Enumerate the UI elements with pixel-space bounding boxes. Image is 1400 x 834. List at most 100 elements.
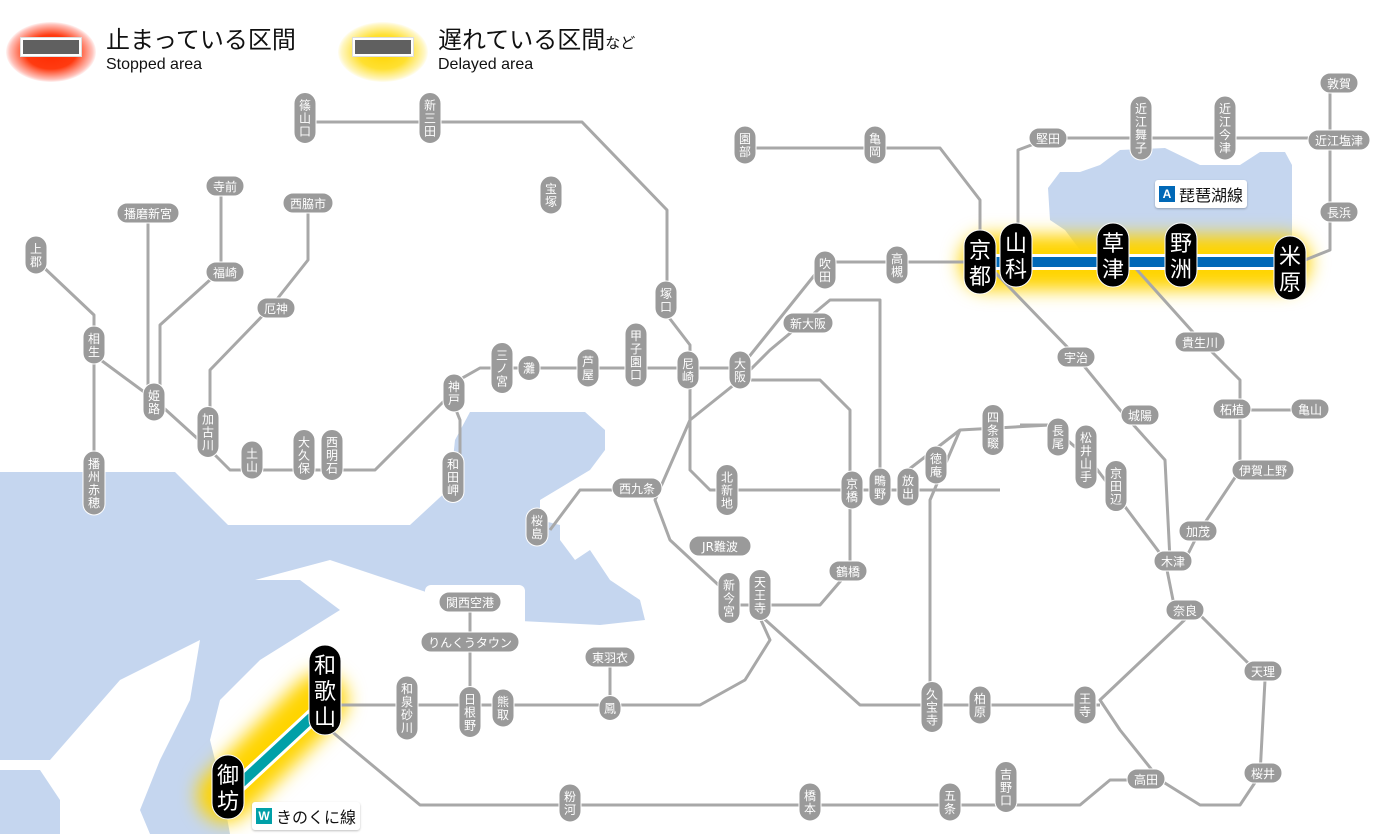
line-label-biwako[interactable]: A 琵琶湖線 <box>1155 180 1248 208</box>
station-和歌山[interactable]: 和歌山 <box>308 644 342 736</box>
station-神戸[interactable]: 神戸 <box>442 373 466 413</box>
station-尼崎[interactable]: 尼崎 <box>676 350 700 390</box>
station-相生[interactable]: 相生 <box>82 325 106 365</box>
station-鳳[interactable]: 鳳 <box>598 695 622 721</box>
station-三ノ宮[interactable]: 三ノ宮 <box>490 342 514 394</box>
station-堅田[interactable]: 堅田 <box>1028 127 1068 149</box>
station-JR難波[interactable]: JR難波 <box>688 535 752 557</box>
station-近江塩津[interactable]: 近江塩津 <box>1307 129 1371 151</box>
station-米原[interactable]: 米原 <box>1273 235 1307 301</box>
station-鶴橋[interactable]: 鶴橋 <box>828 560 868 582</box>
station-奈良[interactable]: 奈良 <box>1165 599 1205 621</box>
station-加古川[interactable]: 加古川 <box>196 406 220 458</box>
station-福崎[interactable]: 福崎 <box>205 261 245 283</box>
station-姫路[interactable]: 姫路 <box>142 382 166 422</box>
station-label-char: 塚 <box>545 195 557 209</box>
station-宇治[interactable]: 宇治 <box>1056 346 1096 368</box>
station-label: 宇治 <box>1064 351 1088 365</box>
station-和田岬[interactable]: 和田岬 <box>441 451 465 503</box>
station-pill <box>240 440 264 480</box>
station-亀岡[interactable]: 亀岡 <box>863 125 887 165</box>
station-pill <box>1290 398 1330 420</box>
station-label-char: 岡 <box>869 145 881 159</box>
station-寺前[interactable]: 寺前 <box>205 175 245 197</box>
station-鴫野[interactable]: 鴫野 <box>868 467 892 507</box>
station-関西空港[interactable]: 関西空港 <box>438 591 502 613</box>
station-敦賀[interactable]: 敦賀 <box>1319 72 1359 94</box>
line-label-kinokuni[interactable]: W きのくに線 <box>252 802 361 830</box>
station-土山[interactable]: 土山 <box>240 440 264 480</box>
station-天王寺[interactable]: 天王寺 <box>748 569 772 621</box>
station-野洲[interactable]: 野洲 <box>1164 222 1198 288</box>
station-label-char: 条 <box>944 802 956 816</box>
station-長尾[interactable]: 長尾 <box>1046 417 1070 457</box>
track <box>738 298 882 470</box>
station-高田[interactable]: 高田 <box>1126 768 1166 790</box>
station-貴生川[interactable]: 貴生川 <box>1174 331 1226 353</box>
station-吉野口[interactable]: 吉野口 <box>994 761 1018 813</box>
station-灘[interactable]: 灘 <box>517 355 541 381</box>
station-柘植[interactable]: 柘植 <box>1212 398 1252 420</box>
station-京田辺[interactable]: 京田辺 <box>1104 460 1128 512</box>
station-王寺[interactable]: 王寺 <box>1073 685 1097 725</box>
track <box>158 190 223 400</box>
station-北新地[interactable]: 北新地 <box>715 464 739 516</box>
station-label-char: 口 <box>1000 794 1012 808</box>
station-四条畷[interactable]: 四条畷 <box>981 404 1005 456</box>
station-新今宮[interactable]: 新今宮 <box>717 572 741 624</box>
station-亀山[interactable]: 亀山 <box>1290 398 1330 420</box>
station-草津[interactable]: 草津 <box>1096 222 1130 288</box>
station-京橋[interactable]: 京橋 <box>840 470 864 510</box>
station-芦屋[interactable]: 芦屋 <box>576 348 600 388</box>
station-城陽[interactable]: 城陽 <box>1120 404 1160 426</box>
station-久宝寺[interactable]: 久宝寺 <box>920 681 944 733</box>
station-橋本[interactable]: 橋本 <box>798 782 822 822</box>
station-熊取[interactable]: 熊取 <box>491 688 515 728</box>
station-塚口[interactable]: 塚口 <box>654 280 678 320</box>
station-厄神[interactable]: 厄神 <box>256 297 296 319</box>
station-加茂[interactable]: 加茂 <box>1178 520 1218 542</box>
station-上郡[interactable]: 上郡 <box>24 235 48 275</box>
station-りんくうタウン[interactable]: りんくうタウン <box>420 631 520 653</box>
station-新三田[interactable]: 新三田 <box>418 92 442 144</box>
station-桜島[interactable]: 桜島 <box>525 507 549 547</box>
station-日根野[interactable]: 日根野 <box>458 686 482 738</box>
station-山科[interactable]: 山科 <box>999 222 1033 288</box>
station-柏原[interactable]: 柏原 <box>968 685 992 725</box>
station-label-char: 篠 <box>299 98 311 113</box>
station-大阪[interactable]: 大阪 <box>728 350 752 390</box>
station-西九条[interactable]: 西九条 <box>611 477 663 499</box>
station-長浜[interactable]: 長浜 <box>1319 201 1359 223</box>
station-pill <box>320 429 344 481</box>
station-木津[interactable]: 木津 <box>1153 550 1193 572</box>
legend-delayed-suffix: など <box>605 34 636 52</box>
station-大久保[interactable]: 大久保 <box>292 429 316 481</box>
station-五条[interactable]: 五条 <box>938 782 962 822</box>
station-高槻[interactable]: 高槻 <box>885 245 909 285</box>
station-放出[interactable]: 放出 <box>896 467 920 507</box>
station-御坊[interactable]: 御坊 <box>211 754 245 820</box>
station-京都[interactable]: 京都 <box>963 229 997 295</box>
station-園部[interactable]: 園部 <box>733 125 757 165</box>
station-伊賀上野[interactable]: 伊賀上野 <box>1231 459 1295 481</box>
station-東羽衣[interactable]: 東羽衣 <box>584 646 636 668</box>
station-徳庵[interactable]: 徳庵 <box>924 445 948 485</box>
station-播磨新宮[interactable]: 播磨新宮 <box>116 202 180 224</box>
station-篠山口[interactable]: 篠山口 <box>293 92 317 144</box>
station-新大阪[interactable]: 新大阪 <box>782 312 834 334</box>
station-西明石[interactable]: 西明石 <box>320 429 344 481</box>
station-天理[interactable]: 天理 <box>1243 660 1283 682</box>
station-吹田[interactable]: 吹田 <box>813 250 837 290</box>
station-宝塚[interactable]: 宝塚 <box>539 175 563 215</box>
station-pill <box>458 686 482 738</box>
station-桜井[interactable]: 桜井 <box>1243 762 1283 784</box>
station-label-char: 口 <box>630 368 642 382</box>
station-西脇市[interactable]: 西脇市 <box>282 192 334 214</box>
station-粉河[interactable]: 粉河 <box>558 783 582 823</box>
